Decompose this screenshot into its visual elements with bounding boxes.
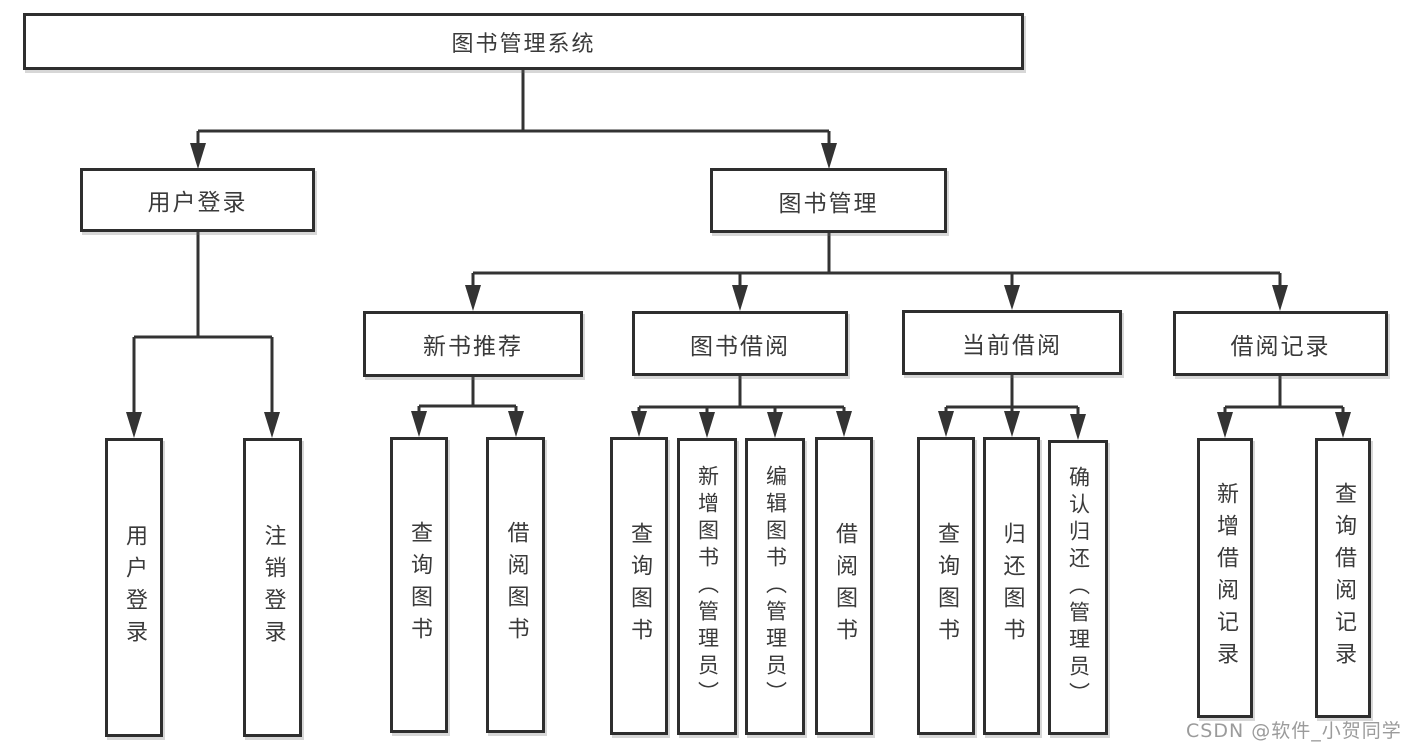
leaf-user-login: 用户登录	[105, 438, 163, 737]
leaf-label: 注销登录	[260, 523, 286, 652]
node-label: 图书管理	[778, 190, 879, 217]
leaf-label: 新增借阅记录	[1213, 482, 1238, 674]
csdn-watermark: CSDN @软件_小贺同学	[1186, 720, 1402, 742]
leaf-label: 归还图书	[999, 522, 1025, 650]
node-label: 当前借阅	[962, 332, 1062, 359]
node-current-borrow: 当前借阅	[902, 310, 1122, 375]
leaf-return-books: 归还图书	[983, 437, 1040, 735]
leaf-edit-books-admin: 编辑图书（管理员）	[745, 438, 805, 735]
leaf-confirm-return-admin: 确认归还（管理员）	[1048, 440, 1108, 735]
node-new-book-recommend: 新书推荐	[363, 311, 583, 377]
node-label: 图书借阅	[690, 333, 790, 360]
leaf-label: 查询图书	[627, 522, 652, 650]
leaf-label: 查询图书	[934, 522, 959, 650]
node-user-login: 用户登录	[80, 168, 315, 232]
leaf-borrow-books: 借阅图书	[815, 437, 873, 735]
node-book-management: 图书管理	[710, 168, 947, 233]
leaf-add-books-admin: 新增图书（管理员）	[677, 438, 737, 735]
leaf-label: 借阅图书	[832, 522, 857, 650]
leaf-label: 编辑图书（管理员）	[763, 465, 788, 708]
leaf-label: 查询图书	[407, 521, 432, 649]
leaf-query-books-recommend: 查询图书	[390, 437, 448, 733]
node-label: 新书推荐	[423, 334, 523, 360]
leaf-query-books-current: 查询图书	[917, 437, 975, 735]
node-borrow-records: 借阅记录	[1173, 311, 1388, 376]
leaf-query-borrow-record: 查询借阅记录	[1315, 438, 1371, 718]
leaf-borrow-books-recommend: 借阅图书	[486, 437, 545, 733]
leaf-query-books-borrow: 查询图书	[610, 437, 668, 735]
node-label: 图书管理系统	[451, 31, 596, 57]
leaf-label: 确认归还（管理员）	[1066, 466, 1091, 709]
leaf-add-borrow-record: 新增借阅记录	[1197, 438, 1253, 718]
node-label: 借阅记录	[1230, 333, 1331, 360]
leaf-label: 新增图书（管理员）	[695, 465, 720, 708]
node-book-borrow: 图书借阅	[632, 311, 848, 376]
node-label: 用户登录	[147, 190, 248, 216]
leaf-label: 用户登录	[122, 523, 147, 652]
leaf-label: 查询借阅记录	[1331, 482, 1356, 674]
leaf-logout: 注销登录	[243, 438, 302, 737]
leaf-label: 借阅图书	[503, 521, 529, 649]
node-root-system: 图书管理系统	[23, 13, 1024, 70]
